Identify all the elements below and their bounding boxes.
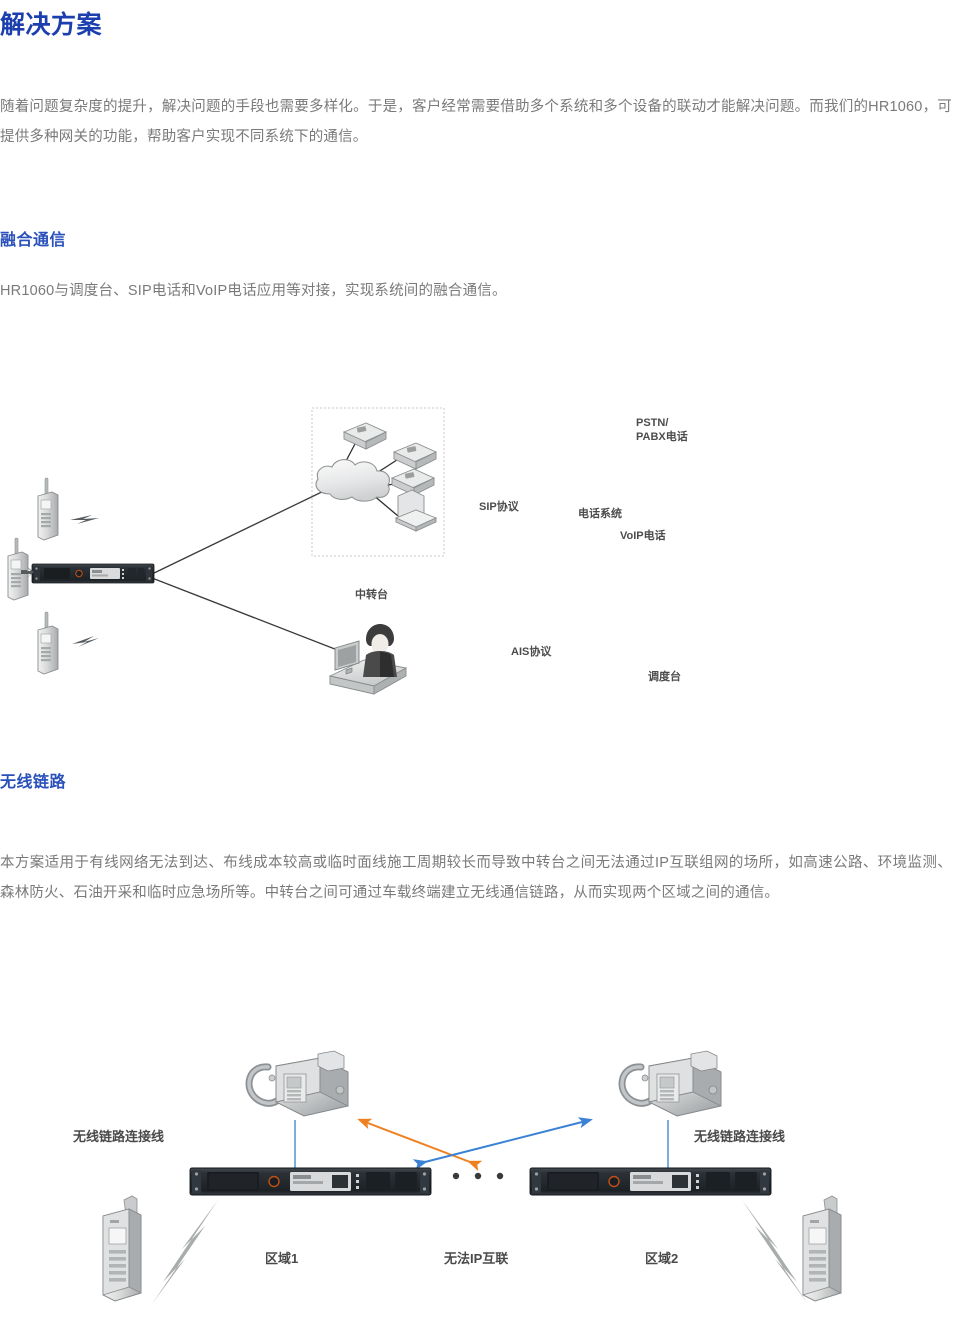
repeater-rack-left [189, 1167, 432, 1196]
section-body-fusion: HR1060与调度台、SIP电话和VoIP电话应用等对接，实现系统间的融合通信。 [0, 283, 507, 299]
telephone-system-boundary [311, 407, 445, 557]
handheld-radio-bottom [37, 611, 59, 675]
section-heading-wireless: 无线链路 [0, 774, 67, 791]
desk-phone-1 [342, 422, 388, 450]
repeater-rack-right [529, 1167, 772, 1196]
label-voip-phone: VoIP电话 [620, 530, 666, 542]
rf-bolt-right [742, 1200, 808, 1304]
label-pstn-line2: PABX电话 [636, 431, 688, 443]
label-repeater: 中转台 [355, 589, 388, 601]
label-dispatcher: 调度台 [648, 671, 681, 683]
fusion-communication-diagram: PSTN/ PABX电话 电话系统 VoIP电话 SIP协议 AIS协议 中转台… [0, 396, 960, 716]
voip-laptop-icon [394, 489, 438, 532]
page-title: 解决方案 [0, 11, 103, 39]
ellipsis-dots [452, 1172, 504, 1180]
intro-paragraph: 随着问题复杂度的提升，解决问题的手段也需要多样化。于是，客户经常需要借助多个系统… [0, 99, 952, 145]
handheld-radio-right [802, 1195, 842, 1302]
section-body-wireless: 本方案适用于有线网络无法到达、布线成本较高或临时面线施工周期较长而导致中转台之间… [0, 855, 952, 901]
cross-link-arrows [357, 1117, 593, 1172]
label-pstn-pabx: PSTN/ PABX电话 [636, 416, 688, 444]
handheld-radio-top [37, 477, 59, 541]
mobile-radio-right [618, 1050, 722, 1117]
mobile-radio-left [245, 1050, 349, 1117]
blue-bidirectional-arrow [412, 1117, 593, 1171]
label-pstn-line1: PSTN/ [636, 417, 669, 429]
telephone-cloud-icon [315, 459, 390, 502]
rf-bolt-mid [21, 567, 34, 578]
wireless-link-diagram: 无线链路连接线 无线链路连接线 区域1 无法IP互联 区域2 [0, 1020, 960, 1320]
label-zone-right: 区域2 [645, 1251, 679, 1266]
label-link-cable-left: 无线链路连接线 [73, 1129, 165, 1144]
label-no-ip-interconnect: 无法IP互联 [444, 1251, 509, 1266]
rf-bolt-top [70, 515, 99, 524]
label-link-cable-right: 无线链路连接线 [694, 1129, 786, 1144]
rf-bolt-left [152, 1200, 218, 1304]
label-ais-protocol: AIS协议 [511, 646, 552, 658]
label-sip-protocol: SIP协议 [479, 501, 519, 513]
dispatcher-console-icon [328, 624, 408, 695]
connection-lines [151, 487, 359, 659]
handheld-radio-mid [7, 537, 29, 601]
section-heading-fusion: 融合通信 [0, 232, 67, 249]
desk-phone-2 [392, 442, 438, 470]
label-phone-system: 电话系统 [578, 508, 622, 520]
rf-bolt-bottom [72, 636, 99, 647]
label-zone-left: 区域1 [265, 1251, 299, 1266]
repeater-rack-icon [31, 563, 155, 584]
handheld-radio-left [102, 1195, 142, 1302]
